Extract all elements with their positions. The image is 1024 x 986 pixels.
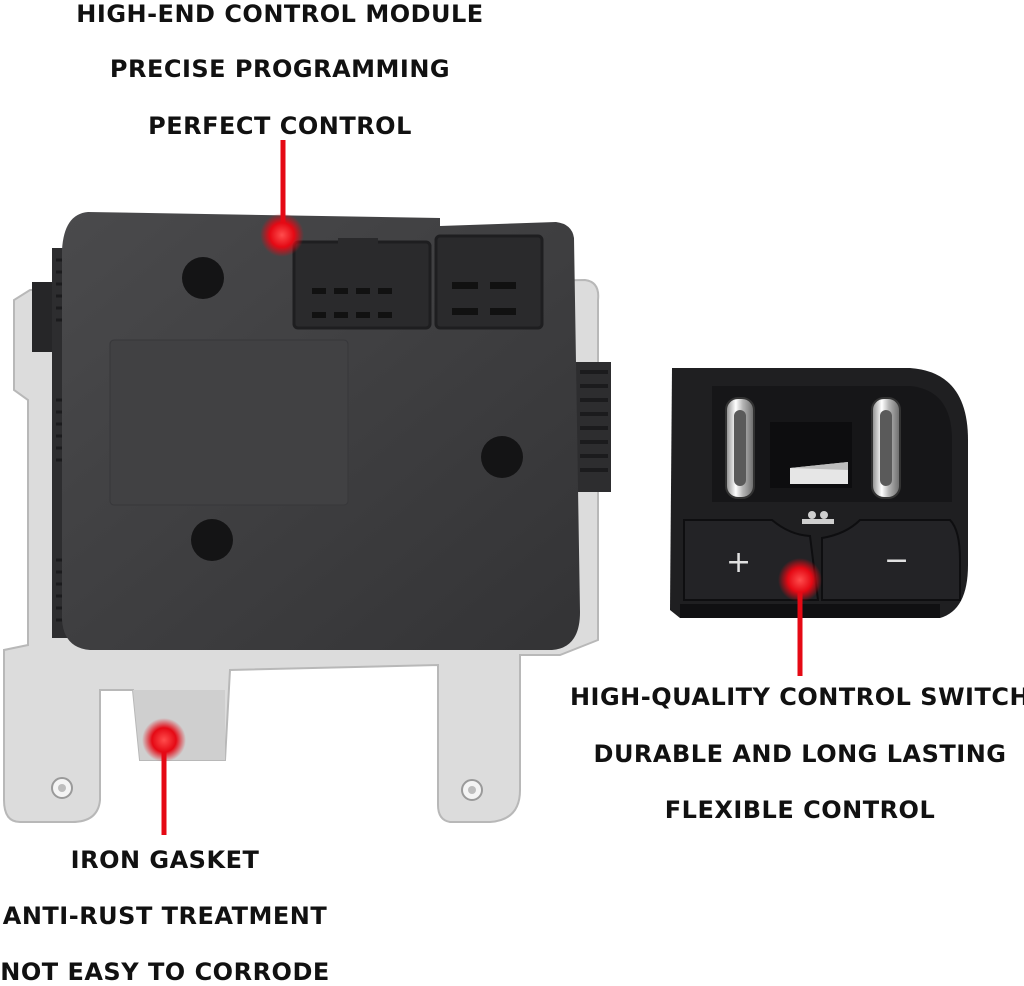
gasket-caption-1: IRON GASKET <box>70 846 260 874</box>
module-callout <box>260 140 304 257</box>
module-caption-2: PRECISE PROGRAMMING <box>109 55 451 83</box>
gasket-caption-2: ANTI-RUST TREATMENT <box>2 902 328 930</box>
trailer-icon <box>802 511 834 524</box>
plus-button-label: + <box>726 545 752 580</box>
minus-button-label: − <box>884 543 910 578</box>
gasket-callout <box>142 718 186 835</box>
control-switch <box>670 368 968 618</box>
switch-callout <box>778 558 822 676</box>
switch-caption-1: HIGH-QUALITY CONTROL SWITCH <box>569 683 1024 711</box>
switch-caption-3: FLEXIBLE CONTROL <box>664 796 936 824</box>
gasket-caption-3: NOT EASY TO CORRODE <box>0 958 330 986</box>
module-caption-1: HIGH-END CONTROL MODULE <box>76 0 484 28</box>
control-module <box>32 212 611 650</box>
module-caption-3: PERFECT CONTROL <box>148 112 412 140</box>
switch-caption-2: DURABLE AND LONG LASTING <box>593 740 1007 768</box>
